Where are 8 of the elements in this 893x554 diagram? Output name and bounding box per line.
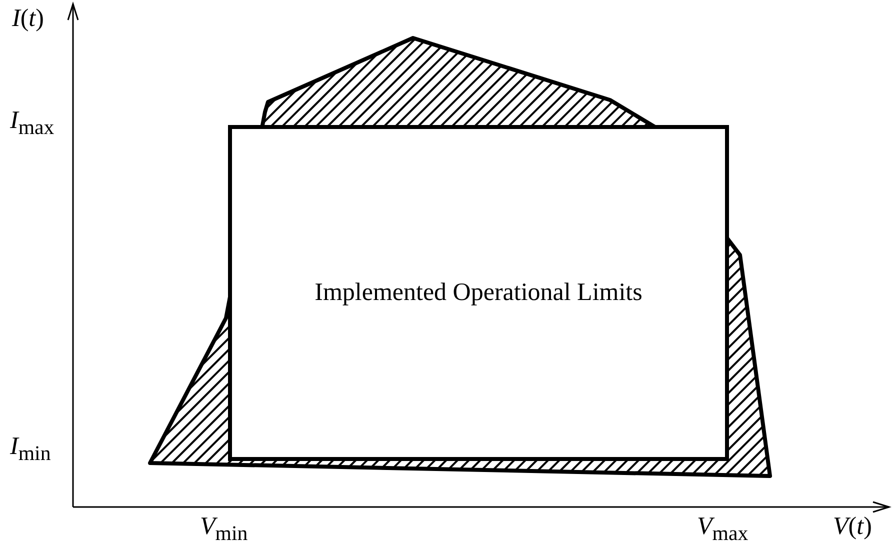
tick-label: V$_{min}$ [200, 512, 248, 547]
tick-label: V$_{max}$ [697, 512, 748, 547]
tick-label: I$_{max}$ [10, 106, 54, 141]
tick-label: I$_{min}$ [10, 432, 51, 467]
limits-box [228, 125, 729, 461]
axis-label: V(t) [833, 512, 872, 542]
axis-label: I(t) [12, 4, 44, 34]
box-label: Implemented Operational Limits [314, 279, 642, 307]
